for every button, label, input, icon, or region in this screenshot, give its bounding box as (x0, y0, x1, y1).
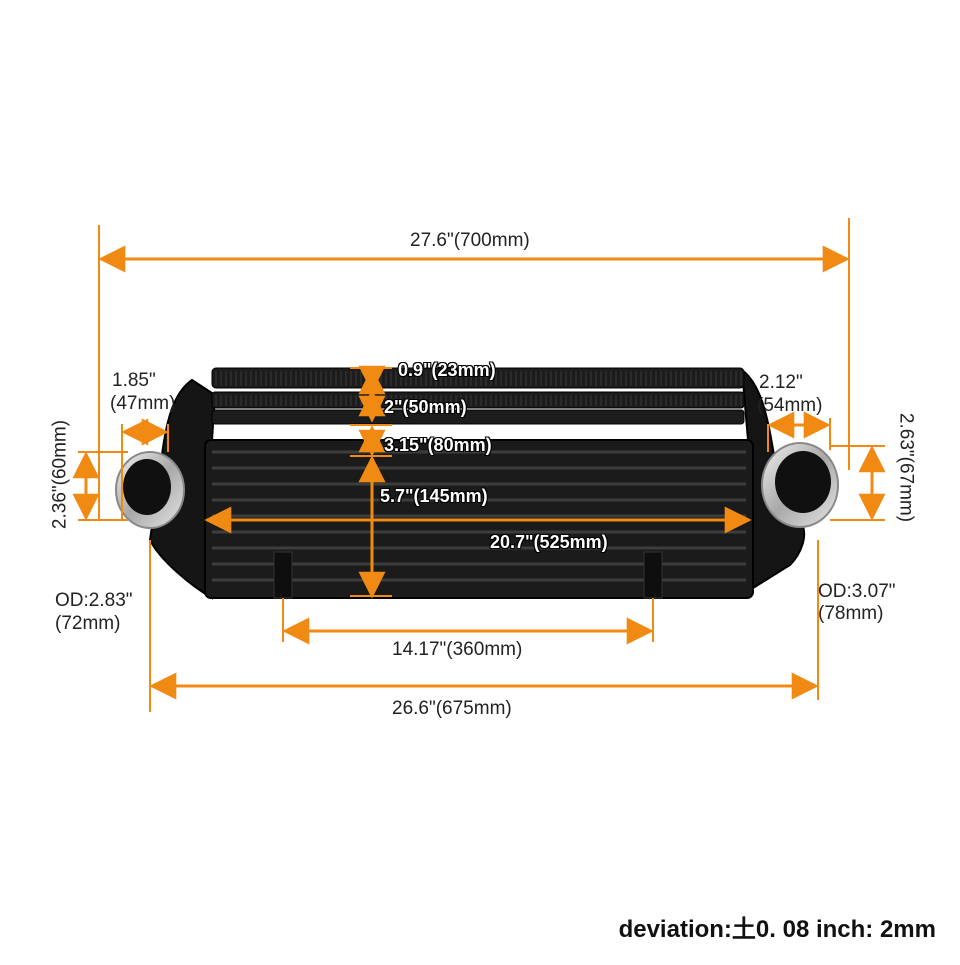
left-height-label: 2.36"(60mm) (49, 419, 71, 530)
left-od-mm-label: (72mm) (55, 613, 121, 634)
bracket-spacing-label: 14.17"(360mm) (392, 639, 523, 660)
right-inlet-length-mm-label: (54mm) (757, 395, 823, 416)
top-tank-3 (211, 409, 745, 425)
right-height-label: 2.63"(67mm) (895, 412, 917, 523)
top-tank-2 (211, 391, 745, 409)
left-inlet-pipe (115, 451, 185, 529)
overall-width-label: 27.6"(700mm) (410, 230, 530, 251)
right-od-mm-label: (78mm) (818, 603, 884, 624)
top-tank-b-label: 2"(50mm) (384, 397, 467, 417)
right-inlet-pipe (761, 442, 839, 528)
right-bracket (643, 551, 663, 599)
core-top-width-label: 26.6"(675mm) (392, 698, 512, 719)
right-inlet-length-label: 2.12" (759, 372, 803, 393)
intercooler-body (115, 367, 839, 600)
left-od-label: OD:2.83" (55, 590, 133, 611)
right-od-label: OD:3.07" (818, 581, 896, 602)
dimension-lines (72, 218, 886, 712)
left-inlet-length-label: 1.85" (112, 370, 156, 391)
core-width-label: 20.7"(525mm) (490, 532, 608, 552)
deviation-footnote: deviation:土0. 08 inch: 2mm (618, 916, 936, 943)
top-tank-c-label: 3.15"(80mm) (384, 435, 492, 455)
left-bracket (273, 551, 293, 599)
core-height-label: 5.7"(145mm) (380, 486, 488, 506)
top-tank-a-label: 0.9"(23mm) (398, 360, 496, 380)
left-inlet-length-mm-label: (47mm) (110, 393, 176, 414)
